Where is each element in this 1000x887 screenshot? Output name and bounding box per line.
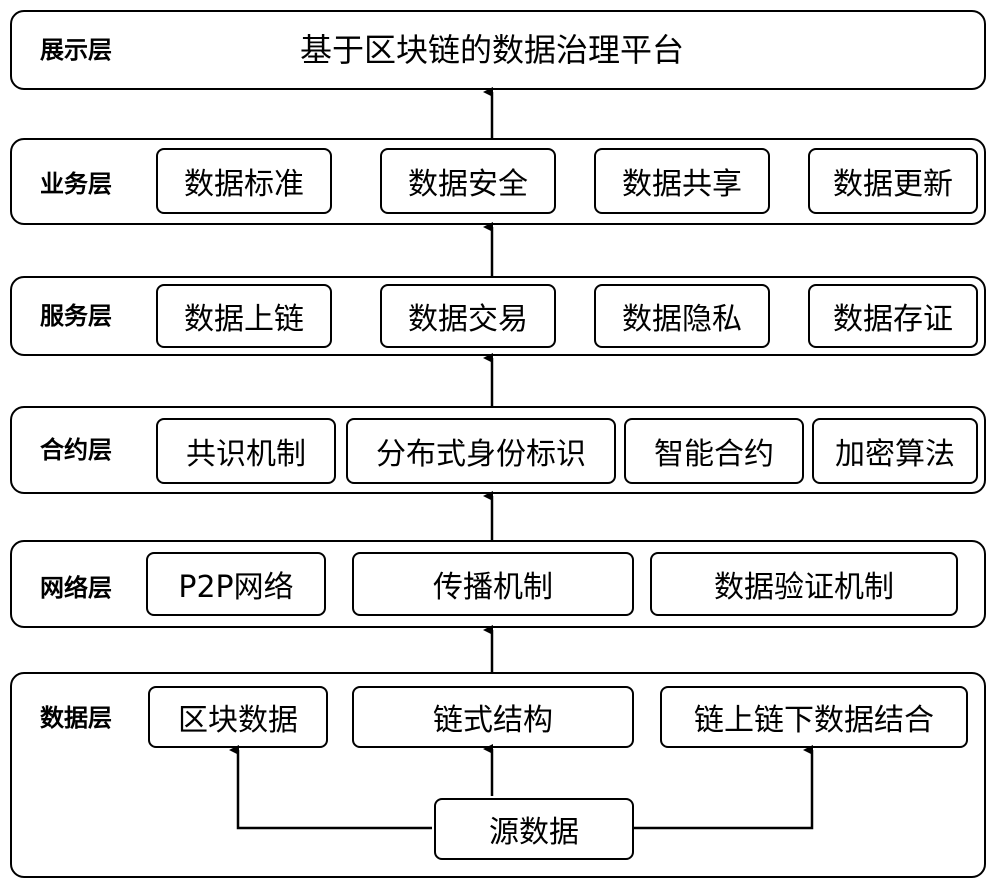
business-layer-label: 业务层 xyxy=(40,170,112,198)
business-item-data-security: 数据安全 xyxy=(380,148,556,214)
source-data-box: 源数据 xyxy=(434,798,634,860)
service-item-data-notarization: 数据存证 xyxy=(808,284,978,348)
contract-layer: 合约层 共识机制 分布式身份标识 智能合约 加密算法 xyxy=(10,406,986,494)
business-item-data-standard: 数据标准 xyxy=(156,148,332,214)
contract-layer-label: 合约层 xyxy=(40,436,112,464)
network-layer-label: 网络层 xyxy=(40,574,112,602)
business-layer: 业务层 数据标准 数据安全 数据共享 数据更新 xyxy=(10,138,986,225)
platform-title: 基于区块链的数据治理平台 xyxy=(300,31,685,69)
service-layer: 服务层 数据上链 数据交易 数据隐私 数据存证 xyxy=(10,276,986,356)
business-item-data-update: 数据更新 xyxy=(808,148,978,214)
contract-item-consensus: 共识机制 xyxy=(156,418,336,484)
network-item-p2p: P2P网络 xyxy=(146,552,326,616)
service-item-data-privacy: 数据隐私 xyxy=(594,284,770,348)
contract-item-smart-contract: 智能合约 xyxy=(624,418,804,484)
network-item-data-validation: 数据验证机制 xyxy=(650,552,958,616)
data-item-block-data: 区块数据 xyxy=(148,686,328,748)
display-layer-label: 展示层 xyxy=(40,36,112,64)
service-item-data-trading: 数据交易 xyxy=(380,284,556,348)
service-item-data-onchain: 数据上链 xyxy=(156,284,332,348)
data-item-onchain-offchain: 链上链下数据结合 xyxy=(660,686,968,748)
network-item-propagation: 传播机制 xyxy=(352,552,634,616)
data-item-chain-structure: 链式结构 xyxy=(352,686,634,748)
network-layer: 网络层 P2P网络 传播机制 数据验证机制 xyxy=(10,540,986,628)
contract-item-encryption: 加密算法 xyxy=(812,418,978,484)
contract-item-did: 分布式身份标识 xyxy=(346,418,616,484)
data-layer-label: 数据层 xyxy=(40,704,112,732)
data-layer: 数据层 区块数据 链式结构 链上链下数据结合 源数据 xyxy=(10,672,986,878)
service-layer-label: 服务层 xyxy=(40,302,112,330)
display-layer: 展示层 基于区块链的数据治理平台 xyxy=(10,10,986,90)
business-item-data-sharing: 数据共享 xyxy=(594,148,770,214)
